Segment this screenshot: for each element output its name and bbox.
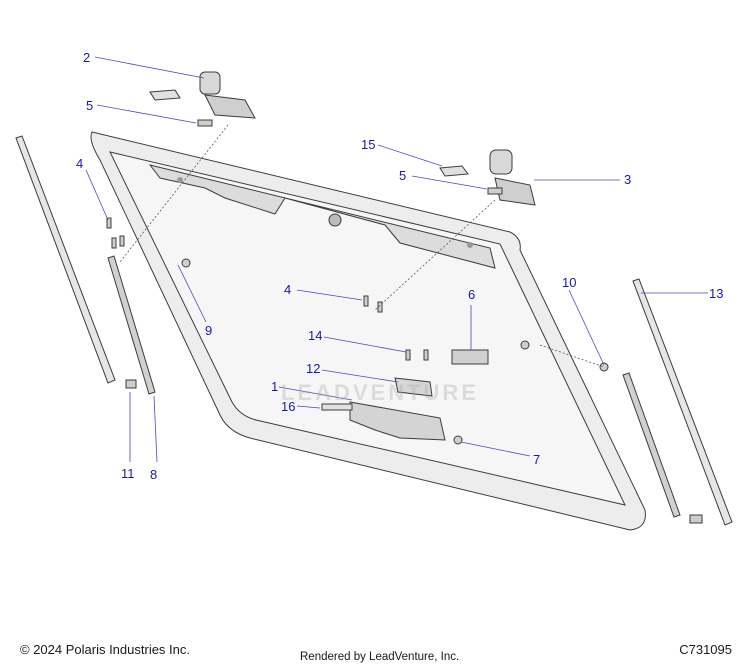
callout-5-left[interactable]: 5 xyxy=(86,98,93,113)
callout-7[interactable]: 7 xyxy=(533,452,540,467)
hinge-right xyxy=(439,149,536,206)
callout-5-right[interactable]: 5 xyxy=(399,168,406,183)
right-gas-strut xyxy=(622,372,703,524)
callout-9[interactable]: 9 xyxy=(205,323,212,338)
callout-1[interactable]: 1 xyxy=(271,379,278,394)
left-seal-strip xyxy=(15,135,116,384)
rendered-by-credit: Rendered by LeadVenture, Inc. xyxy=(300,651,460,663)
right-seal-strip xyxy=(632,278,733,526)
callout-4-left[interactable]: 4 xyxy=(76,156,83,171)
bolts xyxy=(106,119,609,445)
hinge-left xyxy=(149,71,256,119)
callouts: 2 5 4 9 4 15 5 3 6 10 13 14 12 1 16 7 11… xyxy=(76,50,723,482)
callout-6[interactable]: 6 xyxy=(468,287,475,302)
label-sticker xyxy=(451,349,489,365)
callout-13[interactable]: 13 xyxy=(709,286,723,301)
alignment-lines xyxy=(119,124,605,368)
latch-assembly xyxy=(321,377,446,441)
callout-10[interactable]: 8 xyxy=(150,467,157,482)
callout-16[interactable]: 16 xyxy=(281,399,295,414)
callout-2[interactable]: 2 xyxy=(83,50,90,65)
copyright-notice: © 2024 Polaris Industries Inc. xyxy=(20,642,190,657)
leader-lines xyxy=(85,56,708,463)
callout-15[interactable]: 15 xyxy=(361,137,375,152)
callout-12[interactable]: 12 xyxy=(306,361,320,376)
callout-11[interactable]: 11 xyxy=(121,466,135,481)
callout-14[interactable]: 14 xyxy=(308,328,322,343)
callout-4-center[interactable]: 4 xyxy=(284,282,291,297)
watermark-text: LEADVENTURE xyxy=(280,380,479,405)
document-id: C731095 xyxy=(679,642,732,657)
left-gas-strut xyxy=(107,255,156,395)
callout-8[interactable]: 10 xyxy=(562,275,576,290)
window-frame xyxy=(90,131,646,531)
callout-3[interactable]: 3 xyxy=(624,172,631,187)
